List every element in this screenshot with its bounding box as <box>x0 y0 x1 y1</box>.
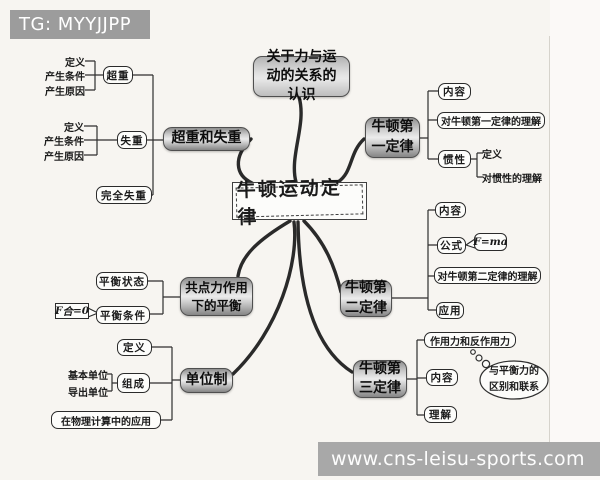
net-force-sub: 合 <box>62 305 73 318</box>
node-weightless: 失重 <box>117 131 147 149</box>
equilibrium-state: 平衡状态 <box>96 272 148 290</box>
balance-force-note: 与平衡力的区别和联系 <box>489 366 539 393</box>
second-law-content: 内容 <box>435 202 466 218</box>
topic-equilibrium: 共点力作用下的平衡 <box>180 277 253 316</box>
overweight-trunk <box>133 74 163 196</box>
first-law-content: 内容 <box>438 83 471 100</box>
overweight-cause: 产生原因 <box>45 86 85 98</box>
branch-curve-units <box>231 220 297 376</box>
node-inertia: 惯性 <box>438 150 471 168</box>
node-overweight: 超重 <box>103 66 133 84</box>
overweight-definition: 定义 <box>65 57 85 69</box>
topic-first-law: 牛顿第一定律 <box>365 117 420 158</box>
net-force-f: F <box>54 305 63 317</box>
thought-dot-large <box>481 359 491 369</box>
topic-unit-system: 单位制 <box>180 368 233 393</box>
inertia-definition: 定义 <box>482 149 502 161</box>
equilibrium-bracket <box>148 280 181 315</box>
second-law-understanding: 对牛顿第二定律的理解 <box>434 267 541 284</box>
third-law-action-reaction: 作用力和反作用力 <box>424 332 516 348</box>
topic-second-law: 牛顿第二定律 <box>340 280 392 317</box>
branch-curve-equilibrium <box>236 219 292 278</box>
units-trunk <box>150 346 181 421</box>
third-law-content: 内容 <box>426 369 458 386</box>
third-law-trunk <box>407 339 428 416</box>
inertia-bracket <box>470 152 483 178</box>
second-law-trunk <box>392 209 438 311</box>
branch-curve-second-law <box>302 219 343 294</box>
scan-page-edge-line <box>549 36 550 444</box>
thought-bubble <box>479 360 549 400</box>
site-watermark: www.cns-leisu-sports.com <box>318 442 600 476</box>
inertia-understanding: 对惯性的理解 <box>482 173 542 185</box>
branch-curve-first-law <box>336 137 366 184</box>
topic-third-law: 牛顿第三定律 <box>353 360 407 398</box>
branch-curve-top-note <box>292 95 303 184</box>
composition-bracket <box>107 373 118 392</box>
root-node: 牛顿运动定律 <box>232 177 367 229</box>
scan-page-margin <box>550 0 600 480</box>
basic-unit: 基本单位 <box>68 370 108 382</box>
overweight-condition: 产生条件 <box>45 71 85 83</box>
second-law-application: 应用 <box>436 302 464 319</box>
topic-overweight-weightless: 超重和失重 <box>163 127 250 151</box>
topic-force-motion-note: 关于力与运动的关系的认识 <box>253 49 350 103</box>
unit-application: 在物理计算中的应用 <box>51 411 161 429</box>
unit-composition: 组成 <box>117 373 150 393</box>
fma-value: F=ma <box>473 236 508 248</box>
unit-definition: 定义 <box>117 339 152 356</box>
tg-watermark-tag: TG: MYYJJPP <box>10 10 150 39</box>
branch-curve-third-law <box>296 220 354 374</box>
net-force-rest: =0 <box>72 305 90 317</box>
derived-unit: 导出单位 <box>68 387 108 399</box>
weightless-definition: 定义 <box>64 122 84 134</box>
thought-dot-medium <box>475 354 483 362</box>
overweight-sub-bracket <box>85 60 103 91</box>
weightless-cause: 产生原因 <box>44 151 84 163</box>
formula-fma-callout: F=ma <box>473 233 508 251</box>
root-label: 牛顿运动定律 <box>235 177 364 229</box>
node-complete-weightless: 完全失重 <box>96 186 152 204</box>
equilibrium-condition: 平衡条件 <box>96 306 150 324</box>
first-law-understanding: 对牛顿第一定律的理解 <box>437 112 545 129</box>
weightless-condition: 产生条件 <box>44 136 84 148</box>
weightless-sub-bracket <box>84 125 117 156</box>
thought-dot-small <box>470 349 476 355</box>
third-law-understanding: 理解 <box>424 406 457 423</box>
second-law-formula: 公式 <box>437 237 466 254</box>
first-law-trunk <box>420 90 438 160</box>
